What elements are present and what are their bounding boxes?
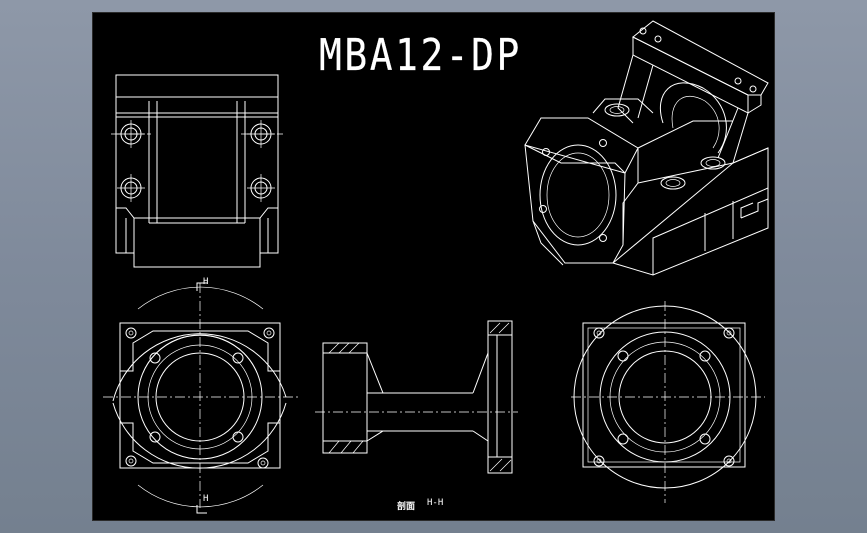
- bolt-hole-icon: [723, 455, 735, 467]
- section-mark-top: H: [203, 277, 209, 287]
- drawing-title: MBA12-DP: [319, 30, 522, 81]
- left-front-view: [103, 282, 298, 514]
- isometric-view: [524, 20, 769, 276]
- bolt-hole-icon: [699, 350, 711, 362]
- bolt-icon: [247, 174, 275, 202]
- section-caption: H-H: [427, 498, 444, 508]
- bolt-hole-icon: [125, 327, 137, 339]
- bolt-hole-icon: [617, 350, 629, 362]
- bolt-hole-icon: [125, 455, 137, 467]
- section-mark-bottom: H: [203, 494, 209, 504]
- bolt-hole-icon: [232, 352, 244, 364]
- bolt-icon: [117, 174, 145, 202]
- section-view: [315, 320, 518, 474]
- bolt-hole-icon: [149, 431, 161, 443]
- bolt-hole-icon: [257, 457, 269, 469]
- cad-drawing: [103, 20, 769, 514]
- bolt-hole-icon: [723, 327, 735, 339]
- bolt-hole-icon: [593, 327, 605, 339]
- bolt-hole-icon: [699, 433, 711, 445]
- bolt-hole-icon: [617, 433, 629, 445]
- drawing-sheet: MBA12-DP H H 剖面 H-H: [92, 12, 775, 521]
- top-view: [111, 74, 283, 268]
- bolt-hole-icon: [593, 455, 605, 467]
- bolt-hole-icon: [263, 327, 275, 339]
- bolt-hole-icon: [149, 352, 161, 364]
- right-end-view: [571, 301, 765, 503]
- section-caption-prefix: 剖面: [397, 502, 416, 512]
- bolt-hole-icon: [232, 431, 244, 443]
